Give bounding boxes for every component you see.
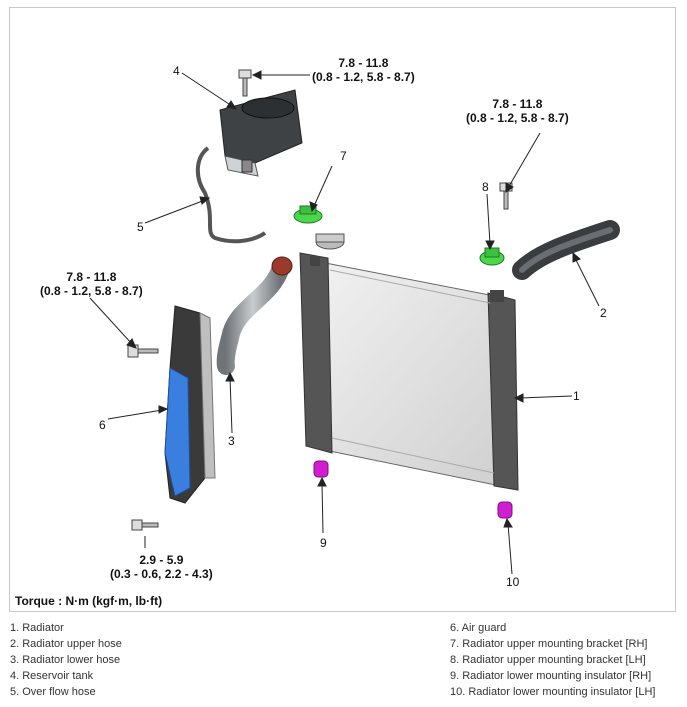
legend-item: 9. Radiator lower mounting insulator [RH… (450, 670, 652, 682)
upper-bracket-lh (479, 247, 505, 266)
air-guard (164, 305, 216, 504)
legend-right: 6. Air guard 7. Radiator upper mounting … (450, 620, 655, 700)
lower-insulator-rh (313, 460, 329, 478)
callout-7: 7 (340, 149, 347, 163)
torque-unit-note: Torque : N·m (kgf·m, lb·ft) (15, 594, 163, 608)
legend-item: 3. Radiator lower hose (10, 654, 121, 666)
torque-label-reservoir: 7.8 - 11.8 (0.8 - 1.2, 5.8 - 8.7) (312, 56, 415, 84)
diagram-artwork (89, 69, 620, 575)
legend-item: 5. Over flow hose (10, 686, 96, 698)
radiator-lower-hose (216, 256, 293, 375)
lower-bolt (131, 519, 159, 531)
callout-8: 8 (482, 180, 489, 194)
callout-9: 9 (320, 536, 327, 550)
legend-left: 1. Radiator 2. Radiator upper hose 3. Ra… (10, 620, 122, 700)
leader-lines (89, 70, 600, 575)
callout-4: 4 (173, 64, 180, 78)
torque-label-air-guard: 7.8 - 11.8 (0.8 - 1.2, 5.8 - 8.7) (40, 270, 143, 298)
legend-item: 7. Radiator upper mounting bracket [RH] (450, 638, 648, 650)
callout-10: 10 (506, 575, 520, 589)
reservoir-tank (219, 89, 303, 177)
radiator-cap (315, 233, 345, 250)
torque-label-bracket: 7.8 - 11.8 (0.8 - 1.2, 5.8 - 8.7) (466, 97, 569, 125)
callout-5: 5 (137, 220, 144, 234)
lower-insulator-lh (497, 501, 513, 519)
callout-1: 1 (573, 389, 580, 403)
legend-item: 10. Radiator lower mounting insulator [L… (450, 686, 656, 698)
radiator (299, 252, 519, 491)
exploded-diagram: 7.8 - 11.8 (0.8 - 1.2, 5.8 - 8.7) 7.8 - … (9, 7, 676, 612)
torque-label-lower-bolt: 2.9 - 5.9 (0.3 - 0.6, 2.2 - 4.3) (110, 553, 213, 581)
callout-6: 6 (99, 418, 106, 432)
legend-item: 6. Air guard (450, 622, 507, 634)
reservoir-bolt (238, 69, 252, 97)
callout-3: 3 (228, 434, 235, 448)
legend-item: 1. Radiator (10, 622, 64, 634)
legend-item: 2. Radiator upper hose (10, 638, 122, 650)
upper-bracket-rh (293, 205, 323, 224)
callout-2: 2 (600, 306, 607, 320)
over-flow-hose (195, 146, 267, 244)
legend-item: 4. Reservoir tank (10, 670, 94, 682)
legend-item: 8. Radiator upper mounting bracket [LH] (450, 654, 646, 666)
